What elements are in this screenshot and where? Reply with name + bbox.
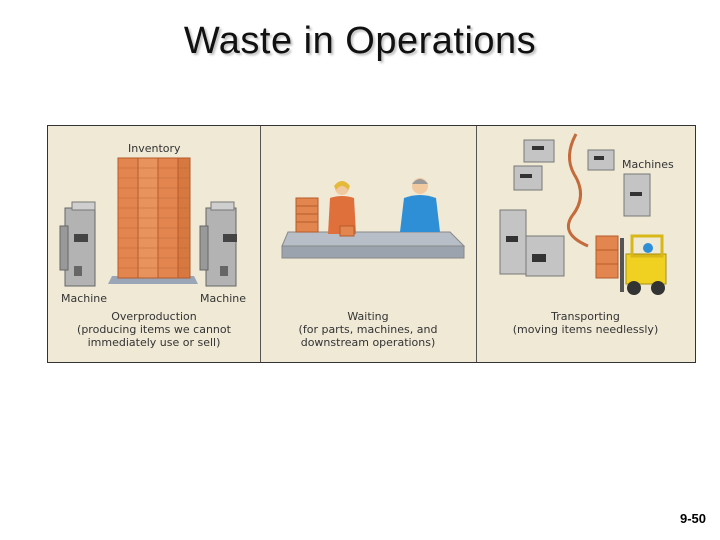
machines-label: Machines: [622, 158, 674, 171]
inventory-stacks: [117, 157, 191, 279]
waste-figure: Inventory Machine Machine Overproduction…: [47, 125, 696, 363]
caption-detail: (for parts, machines, and downstream ope…: [298, 323, 438, 349]
panel-overproduction: Inventory Machine Machine Overproduction…: [48, 126, 261, 362]
slide-title: Waste in Operations: [183, 20, 537, 62]
caption-title: Waiting: [347, 310, 389, 323]
worker-woman-graphic: [328, 181, 356, 234]
parts-boxes-graphic: [295, 197, 355, 237]
waiting-illustration: [281, 178, 466, 259]
transporting-caption: Transporting (moving items needlessly): [484, 310, 687, 336]
page-number: 9-50: [679, 511, 706, 526]
machine-right-graphic: [199, 201, 237, 287]
worker-man-graphic: [400, 178, 440, 232]
forklift-graphic: [620, 234, 667, 295]
panel-transporting: Machines Transporting (moving items need…: [476, 126, 695, 362]
inventory-label: Inventory: [128, 142, 181, 155]
machine-left-graphic: [59, 201, 96, 287]
machine-left-label: Machine: [61, 292, 108, 305]
overproduction-caption: Overproduction (producing items we canno…: [56, 310, 252, 349]
overproduction-illustration: [59, 157, 237, 287]
cargo-boxes-graphic: [595, 235, 619, 279]
waiting-caption: Waiting (for parts, machines, and downst…: [268, 310, 468, 349]
caption-detail: (moving items needlessly): [512, 323, 659, 336]
machine-right-label: Machine: [200, 292, 247, 305]
panel-waiting: Waiting (for parts, machines, and downst…: [260, 126, 477, 362]
caption-title: Overproduction: [111, 310, 197, 323]
caption-detail: (producing items we cannot immediately u…: [77, 323, 231, 349]
caption-title: Transporting: [551, 310, 620, 323]
transporting-illustration: [499, 133, 667, 295]
